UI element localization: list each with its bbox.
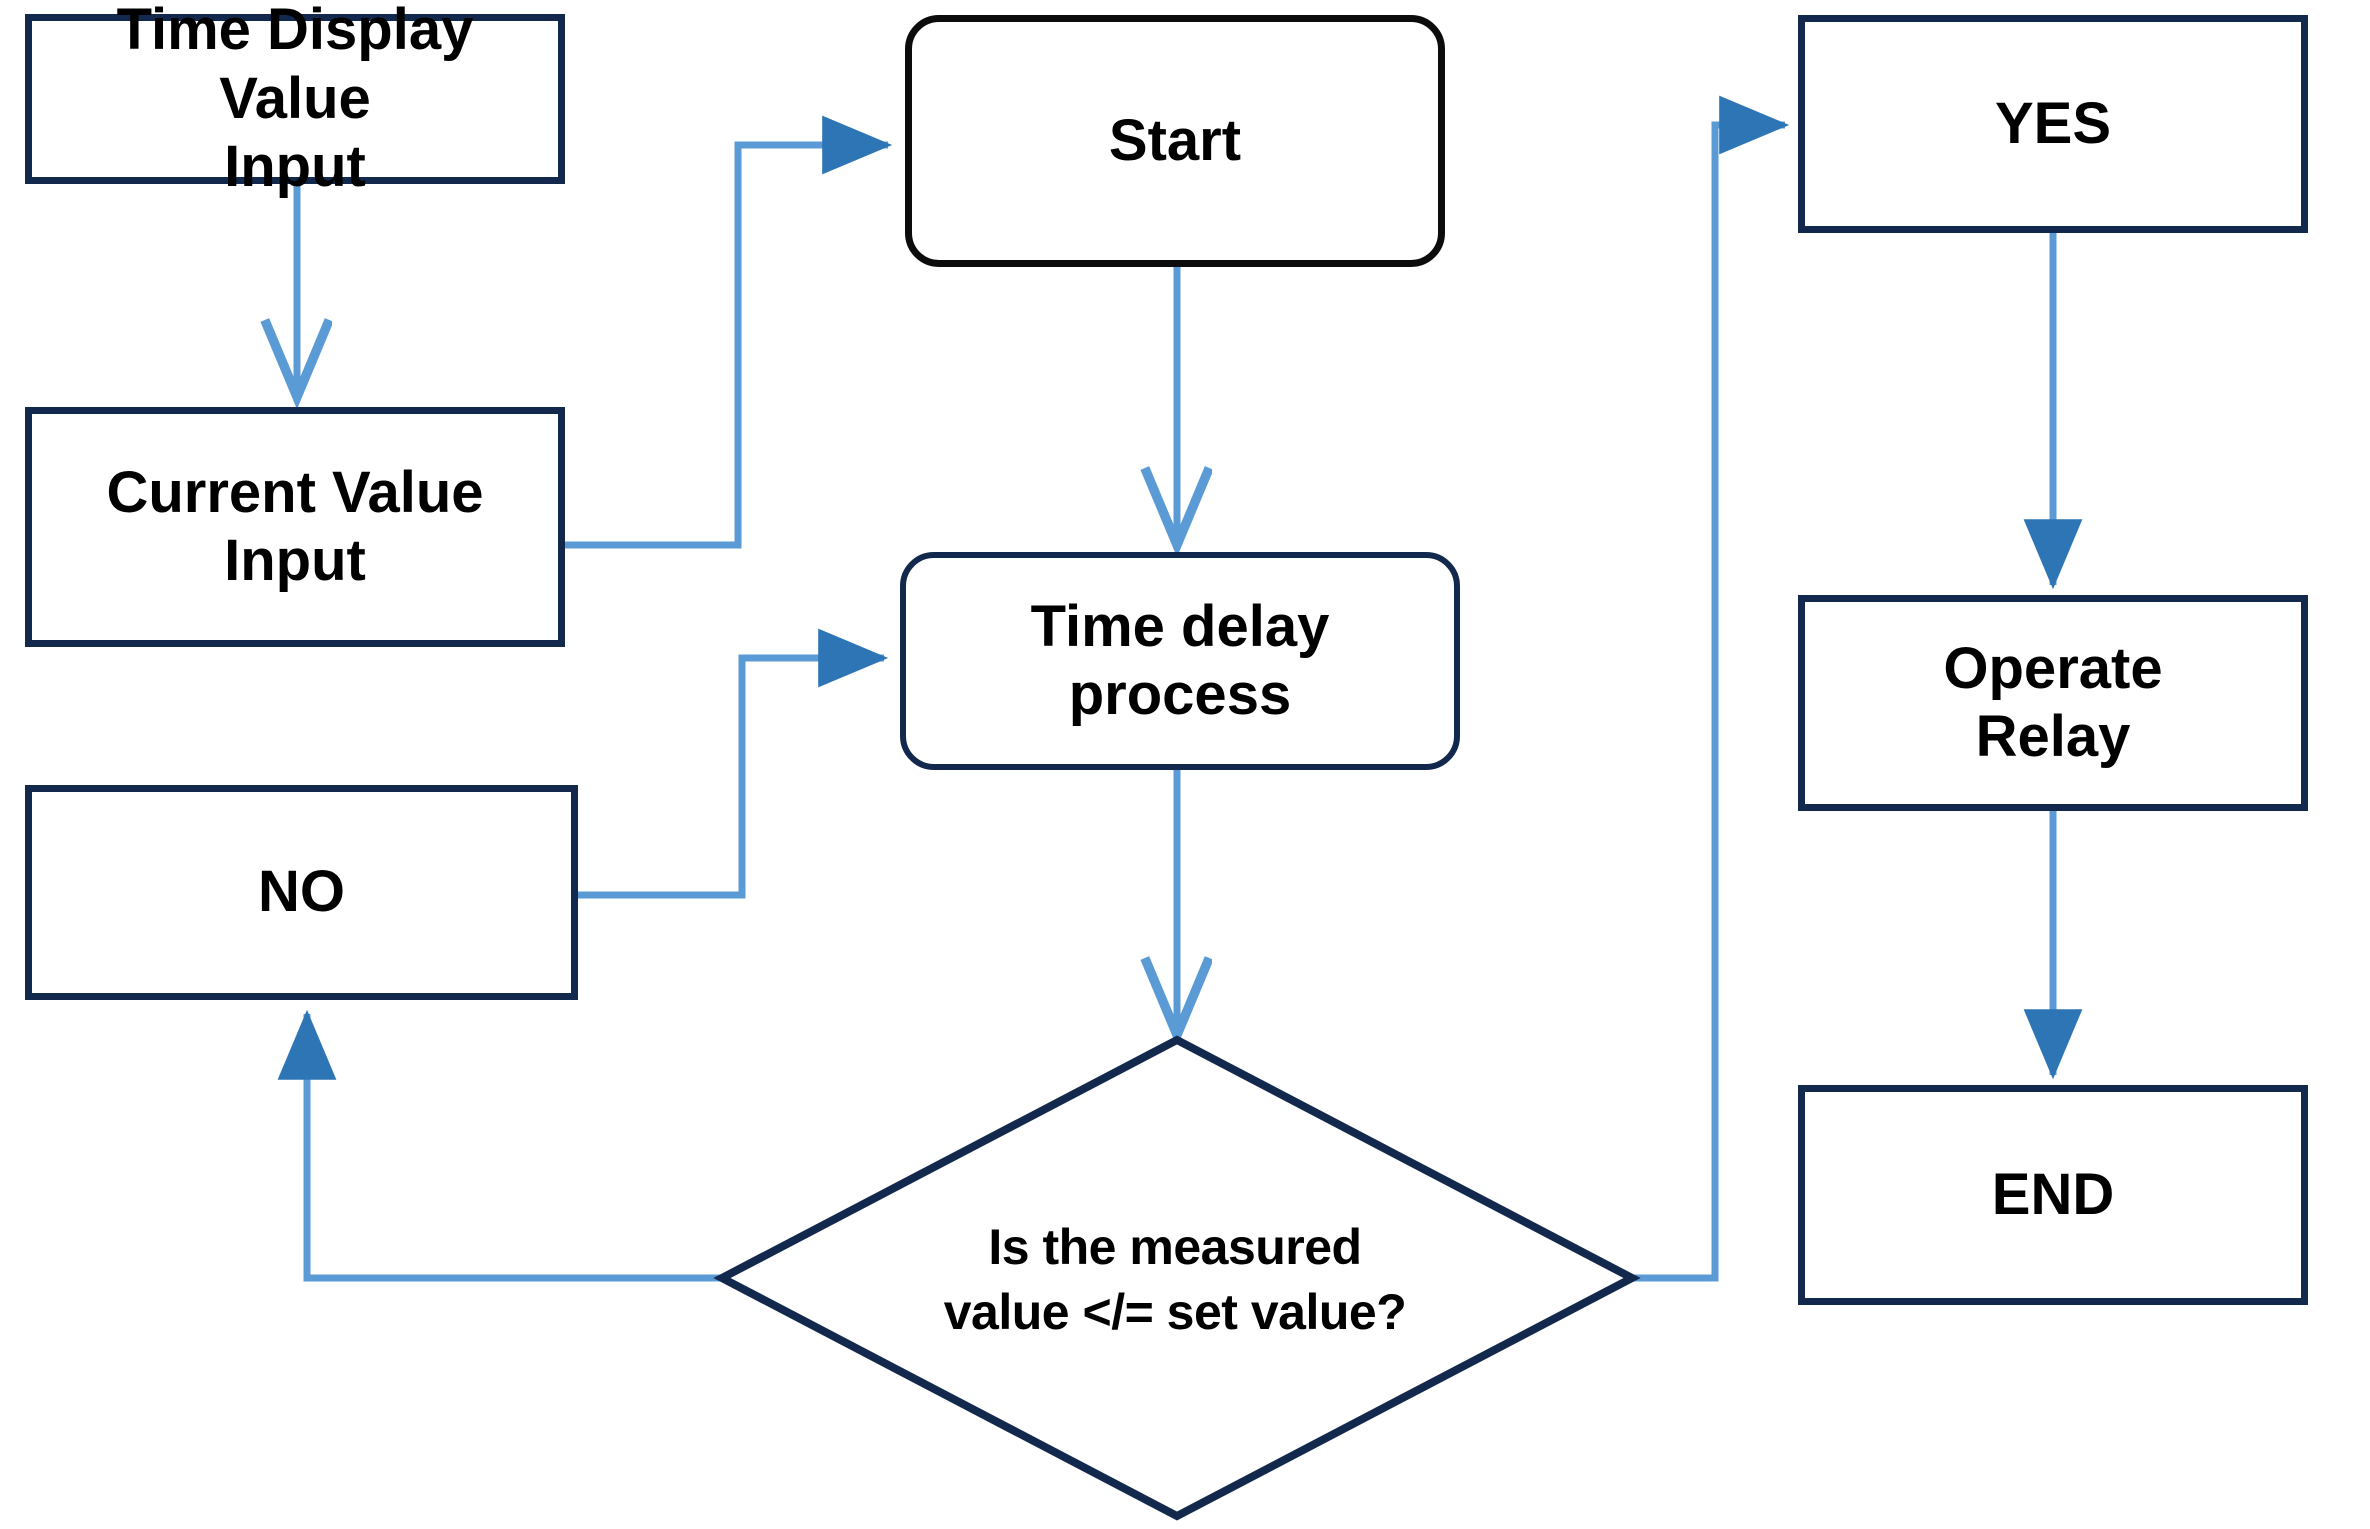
edge-decision-to-yes [1632,95,1790,1282]
node-operate-relay[interactable]: Operate Relay [1798,595,2308,811]
node-time-display-value-input[interactable]: Time Display Value Input [25,0,565,199]
edge-current-value-to-start [565,115,893,549]
node-end[interactable]: END [1798,1085,2308,1305]
node-current-value-input[interactable]: Current Value Input [25,407,565,647]
edge-decision-to-no [277,1009,720,1282]
edge-no-to-time-delay [578,628,889,899]
node-start[interactable]: Start [905,15,1445,267]
decision-label-line-1: Is the measured [988,1219,1362,1275]
node-time-delay-process[interactable]: Time delay process [900,552,1460,770]
node-decision-label[interactable]: Is the measured value </= set value? [855,1190,1495,1370]
node-no[interactable]: NO [25,785,578,1000]
node-yes[interactable]: YES [1798,15,2308,233]
decision-label-line-2: value </= set value? [943,1284,1407,1340]
